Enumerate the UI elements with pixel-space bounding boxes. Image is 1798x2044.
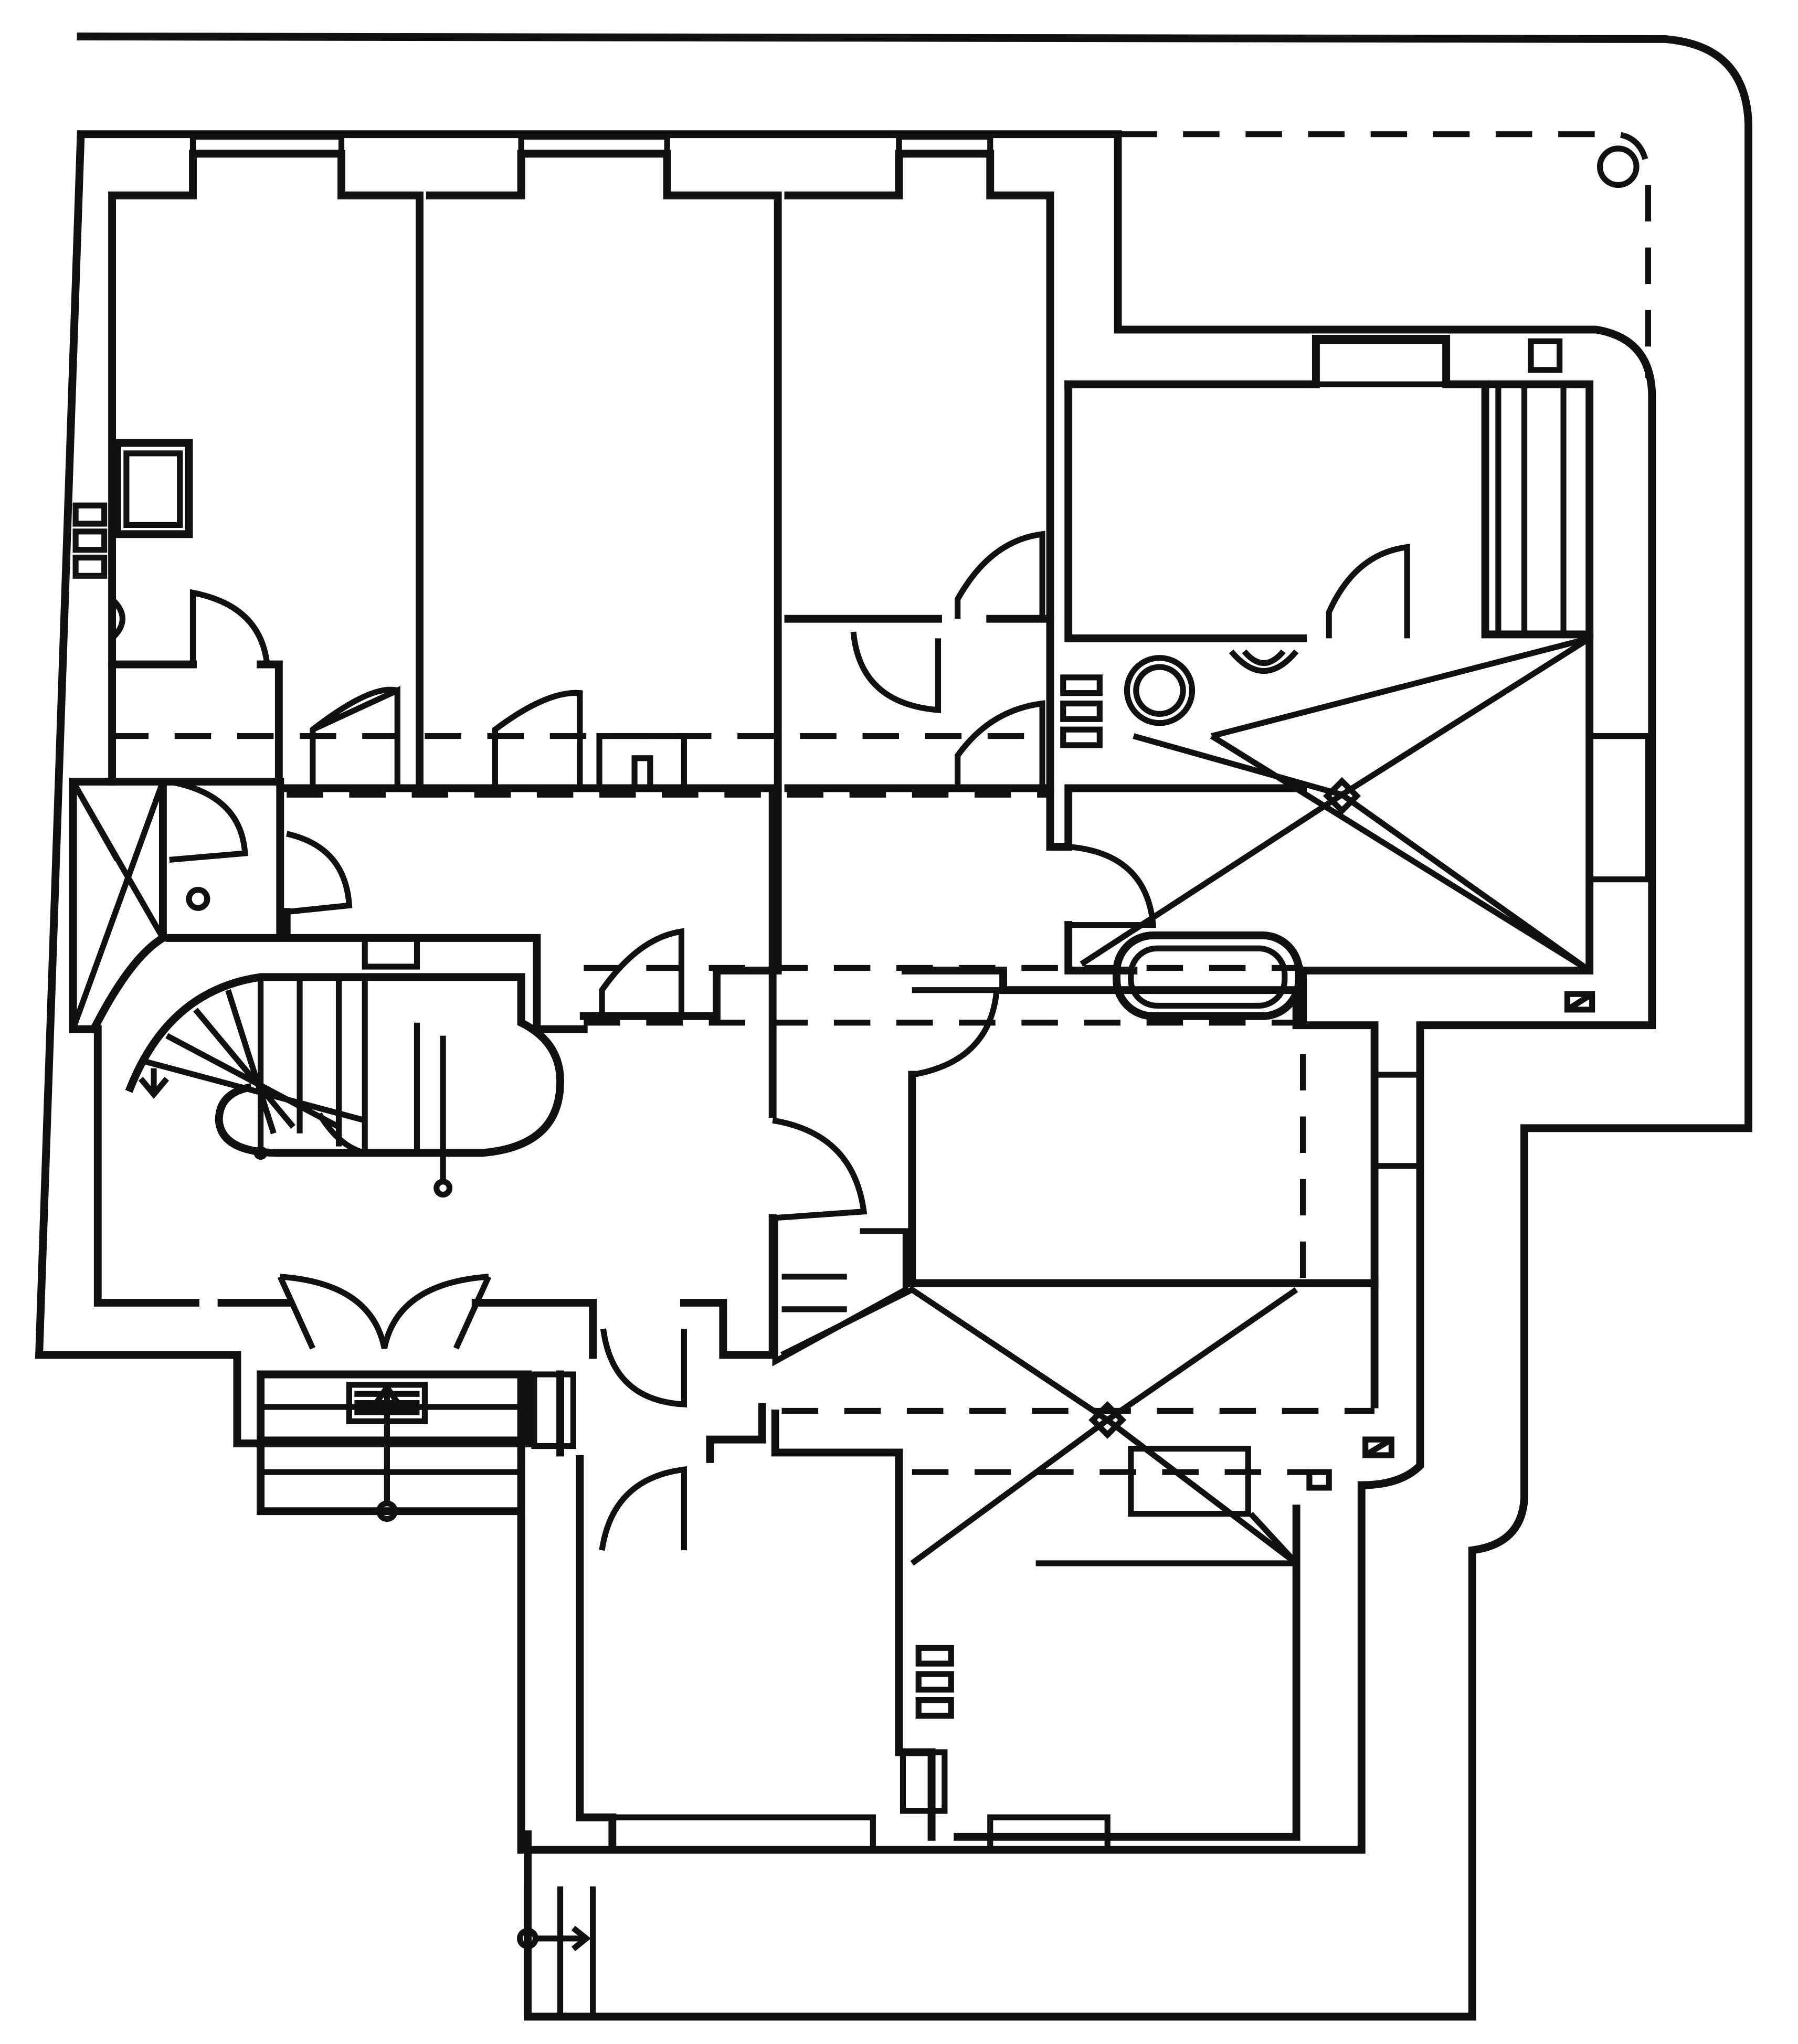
windows	[189, 134, 1652, 1853]
window	[1587, 733, 1652, 883]
fixtures	[72, 145, 1640, 1814]
ceiling-vaults	[70, 636, 1591, 1566]
north-arrow-icon	[1564, 991, 1595, 1013]
fireplace	[113, 439, 193, 538]
site-boundary	[77, 33, 1753, 2021]
window	[1313, 338, 1450, 387]
window	[987, 1814, 1110, 1853]
shower-icon	[186, 886, 210, 911]
toilet-icon	[110, 597, 126, 641]
window	[896, 134, 993, 157]
building-outline	[35, 130, 1656, 1854]
staircase	[125, 973, 565, 1198]
stair-start-marker	[433, 1179, 453, 1198]
garden-well	[1596, 145, 1640, 188]
window	[1371, 1072, 1423, 1169]
stair-arrow-icon	[138, 1035, 446, 1182]
window	[609, 1814, 876, 1853]
service-steps	[517, 1886, 596, 2017]
window	[362, 935, 420, 970]
window	[531, 1371, 576, 1449]
door-swings	[168, 531, 1410, 1551]
bathtub-icon	[1113, 931, 1303, 1020]
window	[518, 134, 670, 157]
window	[189, 134, 345, 157]
sink-icon	[1124, 655, 1196, 726]
window	[1495, 384, 1567, 634]
entry-arrow-icon	[373, 1382, 401, 1505]
entrance-steps	[257, 1370, 525, 1522]
